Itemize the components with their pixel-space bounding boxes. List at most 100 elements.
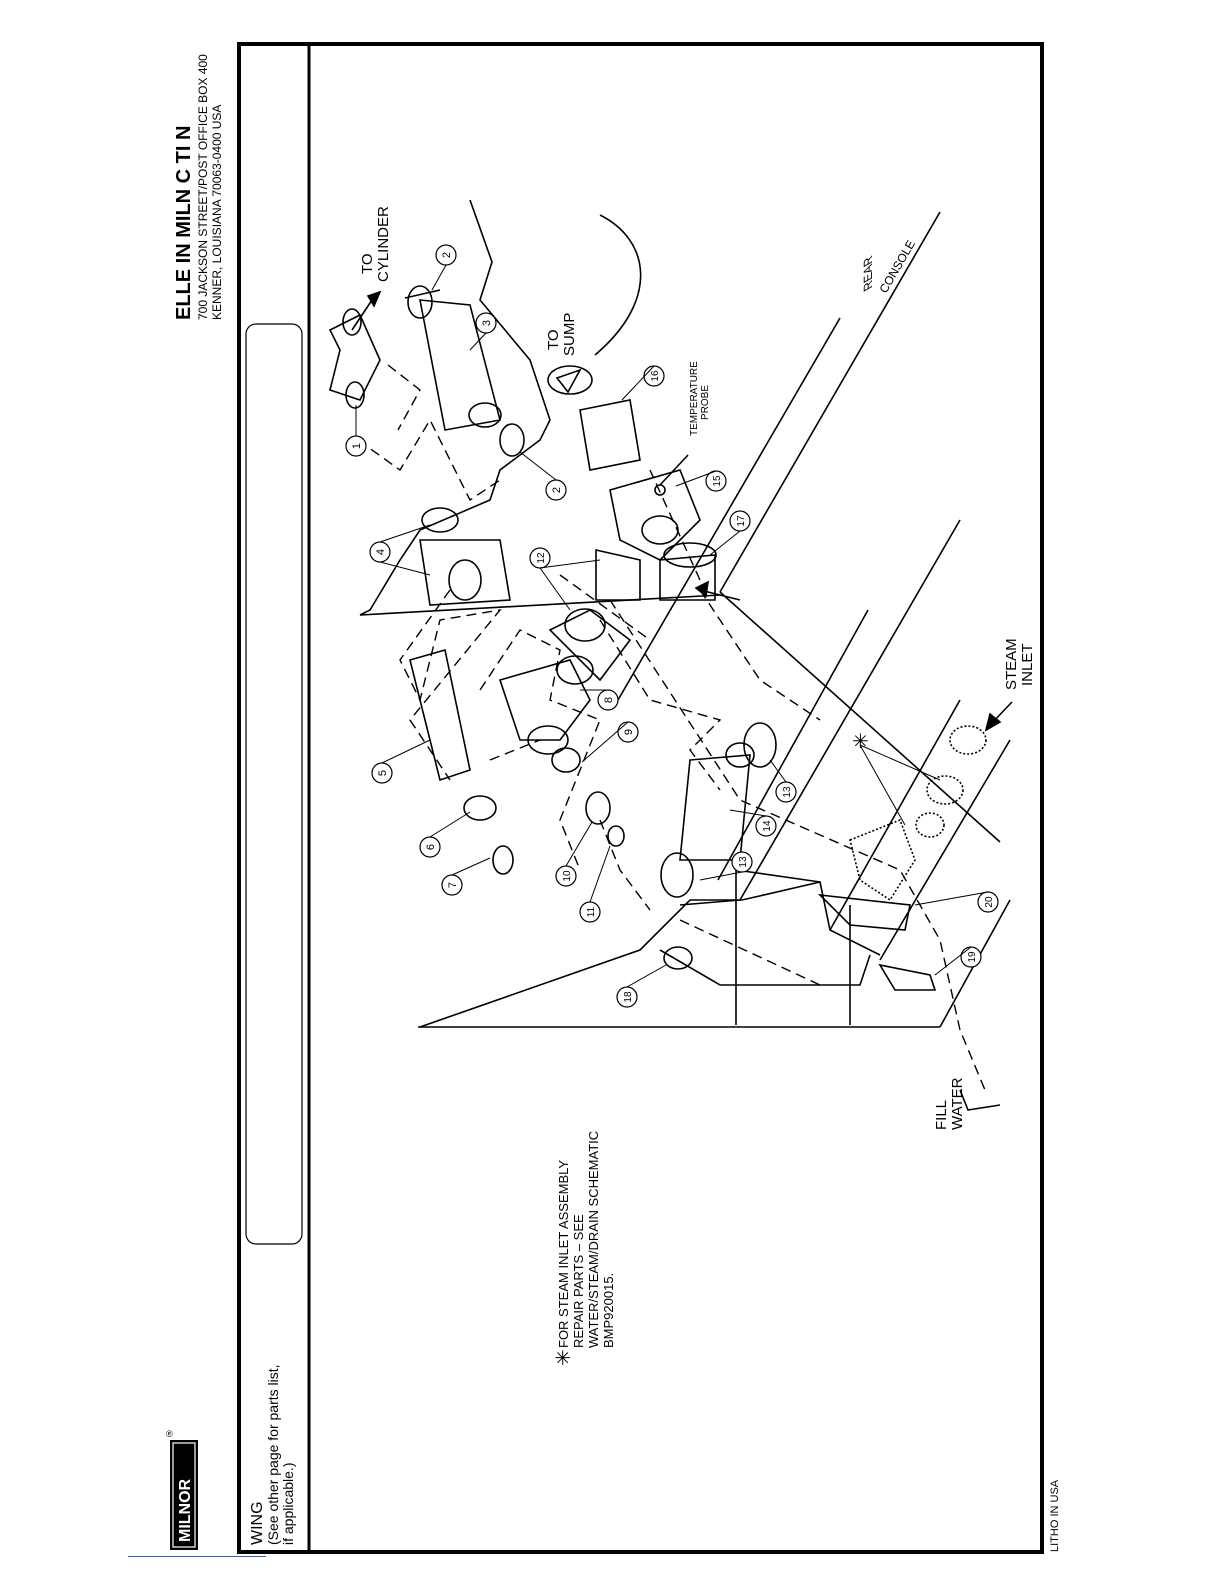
part-clamp-2b [499,423,525,457]
svg-text:20: 20 [984,896,995,908]
label-inlet: INLET [1019,643,1036,686]
callout-20: 20 [977,891,999,913]
callout-6: 6 [419,836,441,858]
callout-16: 16 [643,365,665,387]
leader-lines [355,264,989,988]
svg-text:13: 13 [782,786,793,798]
callout-11: 11 [579,901,601,923]
callout-5: 5 [371,762,393,784]
callout-2b: 2 [545,479,567,501]
callout-10: 10 [555,865,577,887]
milnor-logo: MILNOR ® [166,1429,198,1550]
to-sump-arrow [555,368,582,394]
part-clamp-13b [660,852,694,898]
label-steam: STEAM [1003,638,1020,690]
flow-arrows [351,290,1013,1111]
svg-text:9: 9 [623,729,635,735]
svg-text:14: 14 [762,820,773,832]
part-tee-15 [609,469,701,561]
callout-3: 3 [475,312,497,334]
note-symbol: ✳ [553,1349,575,1366]
label-water: WATER [949,1077,966,1130]
diagram-labels: TO CYLINDER TO SUMP REAR CONSOLE TEMPERA… [359,206,1036,1130]
svg-text:2: 2 [441,252,453,258]
callout-2a: 2 [435,244,457,266]
svg-text:19: 19 [967,951,978,963]
callout-bubbles: 1 2 2 3 4 5 6 7 8 9 10 11 12 13 13 14 15… [345,244,999,1008]
drawing-label: WING [249,1501,266,1545]
svg-text:2: 2 [551,487,563,493]
callout-13a: 13 [775,781,797,803]
logo-text: MILNOR [177,1478,194,1542]
steam-inlet-note: ✳ FOR STEAM INLET ASSEMBLY REPAIR PARTS … [553,1131,616,1366]
drawing-caption: WING (See other page for parts list, if … [249,1364,296,1545]
label-rear: REAR [861,253,875,294]
part-fitting-10 [585,791,611,825]
part-nipple-12 [548,609,632,682]
part-elbow-1 [328,313,381,401]
parts-list-note-1: (See other page for parts list, [265,1364,281,1545]
part-fitting-7 [492,845,514,875]
callout-8: 8 [597,689,619,711]
svg-text:3: 3 [481,320,493,326]
part-bracket-19 [878,963,937,991]
part-pipe-5 [409,648,471,782]
svg-text:7: 7 [447,882,459,888]
note-line-4: BMP920015. [601,1273,616,1348]
svg-text:6: 6 [425,844,437,850]
svg-text:1: 1 [351,443,363,449]
address-line-1: 700 JACKSON STREET/POST OFFICE BOX 400 [196,54,210,320]
machine-frame [359,199,1011,1028]
label-cylinder: CYLINDER [375,206,392,282]
svg-text:18: 18 [623,991,634,1003]
svg-text:5: 5 [377,770,389,776]
svg-text:13: 13 [738,856,749,868]
callout-4: 4 [369,541,391,563]
label-probe: PROBE [700,385,711,420]
part-clamp-13a [743,722,777,768]
part-grommet-18 [663,946,693,970]
note-line-3: WATER/STEAM/DRAIN SCHEMATIC [586,1131,601,1348]
callout-1: 1 [345,435,367,457]
label-to-cylinder: TO [359,253,376,274]
part-bushing-9 [551,747,581,773]
part-fitting-6 [463,795,497,821]
svg-text:17: 17 [736,515,747,527]
company-name: ELLE IN MILN C TI N [173,126,195,320]
company-header: ELLE IN MILN C TI N 700 JACKSON STREET/P… [173,54,224,320]
title-box [245,323,303,1245]
callout-9: 9 [617,721,639,743]
svg-text:16: 16 [650,370,661,382]
part-hose-14 [679,754,751,861]
svg-text:4: 4 [375,549,387,555]
note-line-1: FOR STEAM INLET ASSEMBLY [556,1160,571,1348]
label-sump: SUMP [561,313,578,356]
part-nipple-17 [659,554,716,601]
part-flange-4 [419,539,511,606]
assembly-dashed-lines [357,364,986,1091]
svg-text:15: 15 [712,475,723,487]
callout-14: 14 [755,815,777,837]
label-temperature: TEMPERATURE [689,361,700,436]
svg-text:10: 10 [562,870,573,882]
star-marker: ✳ [852,731,869,753]
callout-7: 7 [441,874,463,896]
callout-12: 12 [529,547,551,569]
part-tee-8 [498,659,591,741]
callout-13b: 13 [731,851,753,873]
print-mark: LITHO IN USA [1049,1479,1061,1552]
svg-text:12: 12 [536,552,547,564]
address-line-2: KENNER, LOUISIANA 70063-0400 USA [210,105,224,320]
logo-registered: ® [166,1429,173,1439]
parts-geometry [328,285,987,991]
bottom-rule [128,1556,266,1557]
label-to-sump: TO [545,329,562,350]
callout-19: 19 [960,946,982,968]
label-fill: FILL [933,1100,950,1130]
svg-text:11: 11 [586,906,597,917]
parts-list-note-2: if applicable.) [280,1463,296,1546]
part-fitting-11 [607,825,625,847]
part-bracket-20 [817,893,911,931]
callout-18: 18 [616,986,638,1008]
